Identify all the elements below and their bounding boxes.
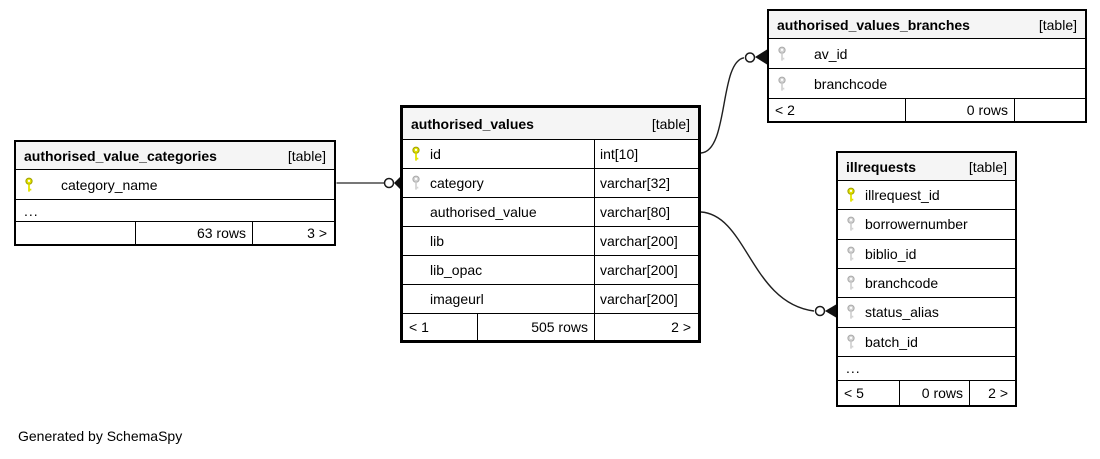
pager-right: 3 > [252, 222, 334, 244]
table-header: authorised_values_branches [table] [769, 11, 1085, 39]
column-name: branchcode [865, 275, 939, 292]
row-count: 505 rows [477, 314, 594, 340]
column-type: varchar[80] [594, 198, 698, 226]
crowsfoot-icon [755, 49, 767, 65]
column-type: varchar[200] [594, 227, 698, 255]
foreign-key-icon [410, 175, 422, 191]
column-name: authorised_value [430, 204, 537, 220]
column-type: int[10] [594, 140, 698, 168]
table-name-illrequests[interactable]: illrequests [846, 158, 917, 175]
column-row-biblio_id: biblio_id [838, 240, 1015, 269]
table-illrequests: illrequests [table] illrequest_id borrowern… [836, 151, 1017, 407]
row-count: 0 rows [905, 99, 1014, 121]
column-name: batch_id [865, 333, 918, 350]
column-name: illrequest_id [865, 187, 940, 204]
table-footer: < 2 0 rows [769, 99, 1085, 121]
no-key-spacer [410, 233, 422, 249]
column-type: varchar[200] [594, 256, 698, 284]
zero-circle-icon [383, 177, 395, 189]
foreign-key-icon [845, 275, 857, 291]
pager-right: 2 > [969, 380, 1015, 405]
table-name-authorised_values_branches[interactable]: authorised_values_branches [777, 16, 970, 33]
no-key-spacer [410, 291, 422, 307]
column-row-lib_opac: lib_opac varchar[200] [403, 256, 698, 285]
no-key-spacer [410, 204, 422, 220]
pager-left: < 1 [409, 319, 429, 335]
column-row-category_name: category_name [16, 170, 334, 200]
no-key-spacer [410, 262, 422, 278]
primary-key-icon [845, 187, 857, 203]
primary-key-icon [23, 177, 35, 193]
column-name: category [430, 175, 484, 191]
column-row-authorised_value: authorised_value varchar[80] [403, 198, 698, 227]
fk-edge-category [336, 176, 401, 190]
foreign-key-icon [776, 46, 788, 62]
pager-right: 2 > [594, 314, 698, 340]
pager-left [16, 222, 135, 244]
column-type: varchar[32] [594, 169, 698, 197]
column-name: imageurl [430, 291, 484, 307]
table-authorised_value_categories: authorised_value_categories [table] catego… [14, 140, 336, 246]
column-name: av_id [814, 45, 848, 62]
pager-right [1014, 99, 1085, 121]
foreign-key-icon [776, 76, 788, 92]
zero-circle-icon [744, 52, 756, 63]
column-row-status_alias: status_alias [838, 298, 1015, 328]
pager-left: < 2 [775, 102, 795, 118]
table-tag: [table] [1038, 16, 1077, 33]
column-name: lib_opac [430, 262, 483, 278]
column-type: varchar[200] [594, 285, 698, 313]
column-row-id: id int[10] [403, 140, 698, 169]
table-header: illrequests [table] [838, 153, 1015, 181]
column-row-lib: lib varchar[200] [403, 227, 698, 256]
column-row-category: category varchar[32] [403, 169, 698, 198]
more-columns-ellipsis: ... [16, 200, 334, 222]
table-name-authorised_value_categories[interactable]: authorised_value_categories [24, 147, 217, 164]
column-row-branchcode: branchcode [769, 69, 1085, 99]
column-row-av_id: av_id [769, 39, 1085, 69]
foreign-key-icon [845, 246, 857, 262]
table-tag: [table] [968, 158, 1007, 175]
generated-by-note: Generated by SchemaSpy [18, 428, 183, 444]
column-row-imageurl: imageurl varchar[200] [403, 285, 698, 314]
column-row-borrowernumber: borrowernumber [838, 210, 1015, 240]
more-columns-ellipsis: ... [838, 357, 1015, 381]
table-header: authorised_value_categories [table] [16, 142, 334, 170]
fk-edge-status_alias [700, 211, 836, 318]
column-row-branchcode: branchcode [838, 269, 1015, 299]
foreign-key-icon [845, 304, 857, 320]
row-count: 63 rows [135, 222, 252, 244]
table-name-authorised_values[interactable]: authorised_values [411, 115, 534, 132]
column-name: category_name [61, 176, 158, 193]
zero-circle-icon [814, 305, 826, 317]
foreign-key-icon [845, 334, 857, 350]
primary-key-icon [410, 146, 422, 162]
column-name: branchcode [814, 75, 888, 92]
table-tag: [table] [651, 115, 690, 132]
table-header: authorised_values [table] [403, 108, 698, 140]
fk-edge-av_id [700, 49, 767, 154]
column-name: id [430, 146, 441, 162]
column-row-illrequest_id: illrequest_id [838, 181, 1015, 211]
column-name: lib [430, 233, 445, 249]
column-row-batch_id: batch_id [838, 328, 1015, 357]
column-name: biblio_id [865, 245, 917, 262]
crowsfoot-icon [825, 304, 836, 318]
row-count: 0 rows [899, 380, 969, 405]
column-name: borrowernumber [865, 216, 968, 233]
pager-left: < 5 [844, 384, 864, 401]
foreign-key-icon [845, 216, 857, 232]
table-tag: [table] [287, 147, 326, 164]
column-name: status_alias [865, 304, 939, 321]
